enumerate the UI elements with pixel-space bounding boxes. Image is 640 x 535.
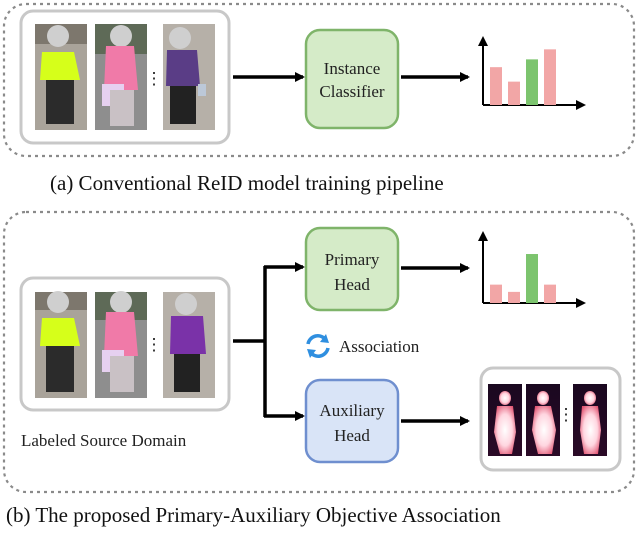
panel-b-image-group: ⋮ (19, 276, 231, 412)
instance-classifier-box: Instance Classifier (304, 28, 400, 130)
person-photo (35, 291, 87, 398)
panel-a-caption: (a) Conventional ReID model training pip… (50, 171, 444, 195)
person-photo (35, 24, 87, 130)
branch-arrows (233, 262, 305, 421)
association-indicator: Association (306, 334, 420, 358)
panel-a-border (2, 2, 636, 158)
heatmap-group: ⋮ (479, 366, 622, 472)
auxiliary-head-box: Auxiliary Head (304, 378, 400, 464)
auxiliary-head-line2: Head (334, 426, 370, 445)
silhouette-heatmap (573, 384, 607, 456)
panel-b-caption: (b) The proposed Primary-Auxiliary Objec… (6, 503, 501, 527)
panel-a-image-group: ⋮ (19, 9, 231, 145)
primary-head-box: Primary Head (304, 226, 400, 312)
silhouette-heatmap (488, 384, 522, 456)
chart-bar (508, 291, 520, 303)
person-photo (163, 24, 215, 130)
ellipsis: ⋮ (146, 335, 163, 354)
panel-b-border (2, 210, 636, 494)
person-photo (95, 24, 147, 130)
bar-chart-a (478, 36, 586, 110)
panel-b: ⋮ Labeled Source Domain Primary Head (2, 210, 636, 527)
chart-bar (544, 49, 556, 105)
chart-bar (490, 67, 502, 105)
person-photo (163, 292, 215, 398)
auxiliary-head-line1: Auxiliary (319, 401, 385, 420)
ellipsis: ⋮ (146, 69, 163, 88)
source-domain-label: Labeled Source Domain (21, 431, 187, 450)
chart-bar (526, 59, 538, 105)
primary-head-line1: Primary (325, 250, 380, 269)
sync-arrows-icon (306, 334, 330, 358)
classifier-label-line2: Classifier (319, 82, 384, 101)
primary-head-line2: Head (334, 275, 370, 294)
ellipsis: ⋮ (558, 405, 575, 424)
panel-a: ⋮ Instance Classifier (a) Conventiona (2, 2, 636, 195)
person-photo (95, 291, 147, 398)
chart-bar (544, 284, 556, 303)
association-label: Association (339, 337, 420, 356)
silhouette-heatmap (526, 384, 560, 456)
classifier-label-line1: Instance (324, 59, 381, 78)
bar-chart-b (478, 231, 586, 308)
chart-bar (508, 81, 520, 105)
chart-bar (490, 284, 502, 303)
chart-bar (526, 254, 538, 303)
